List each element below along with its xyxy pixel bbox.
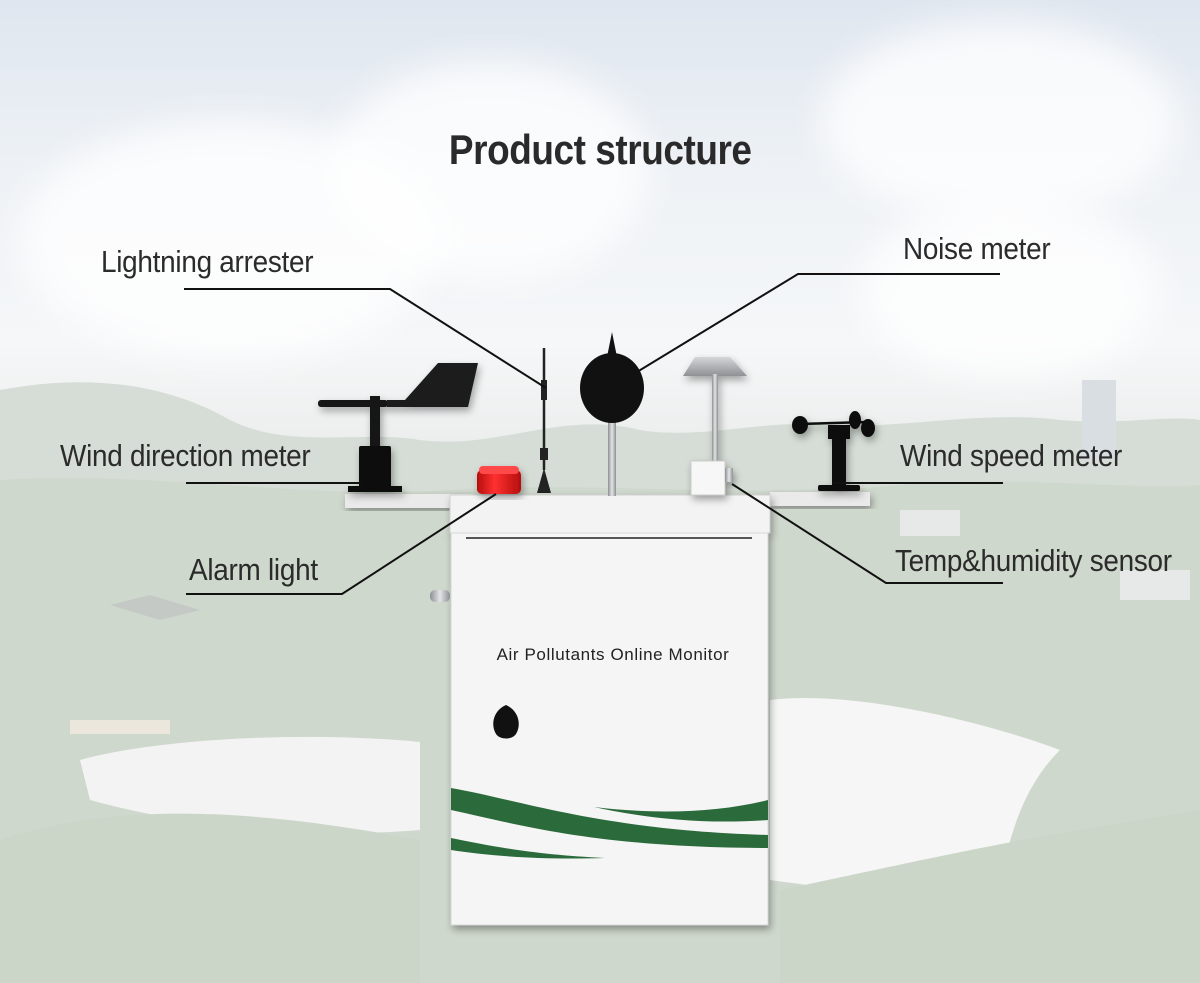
leader-line-lightning-arrester (184, 288, 547, 389)
pavilion-roof (110, 595, 200, 620)
near-forest-right (780, 810, 1200, 983)
label-wind-direction-meter: Wind direction meter (60, 438, 311, 473)
cloud (860, 200, 1160, 380)
noise-meter-device (580, 332, 644, 496)
cloud (330, 60, 650, 280)
leader-line-temp-humidity-sensor (731, 483, 1003, 584)
wind-direction-meter-device (318, 363, 478, 492)
cabinet-stripe (594, 800, 768, 822)
page-title: Product structure (448, 126, 752, 173)
cabinet-label: Air Pollutants Online Monitor (496, 645, 730, 664)
monitor-cabinet (449, 494, 771, 926)
lightning-arrester-device (537, 348, 551, 493)
cloud (820, 20, 1180, 220)
landscape-background (0, 380, 1200, 983)
label-lightning-arrester: Lightning arrester (101, 244, 314, 279)
leader-line-alarm-light (186, 493, 497, 595)
side-fitting (430, 590, 450, 602)
distant-building (1120, 570, 1190, 600)
distant-building (900, 510, 960, 536)
label-alarm-light: Alarm light (189, 552, 318, 587)
temp-humidity-sensor-device (683, 357, 747, 496)
lake-right (770, 698, 1060, 892)
alarm-light-device (477, 466, 521, 494)
label-noise-meter: Noise meter (903, 231, 1051, 266)
mounting-crossbar (345, 492, 870, 508)
near-forest-left (0, 813, 420, 983)
cabinet-lock-icon (493, 705, 519, 739)
leader-line-noise-meter (631, 273, 1000, 376)
lake-left (80, 736, 420, 834)
lakeside-pavilion (70, 720, 170, 734)
label-wind-speed-meter: Wind speed meter (900, 438, 1123, 473)
cabinet-stripe (451, 838, 605, 859)
wind-speed-meter-device (792, 411, 875, 491)
tower-building (1082, 380, 1116, 460)
label-temp-humidity-sensor: Temp&humidity sensor (895, 543, 1172, 578)
cabinet-stripe (451, 788, 768, 848)
